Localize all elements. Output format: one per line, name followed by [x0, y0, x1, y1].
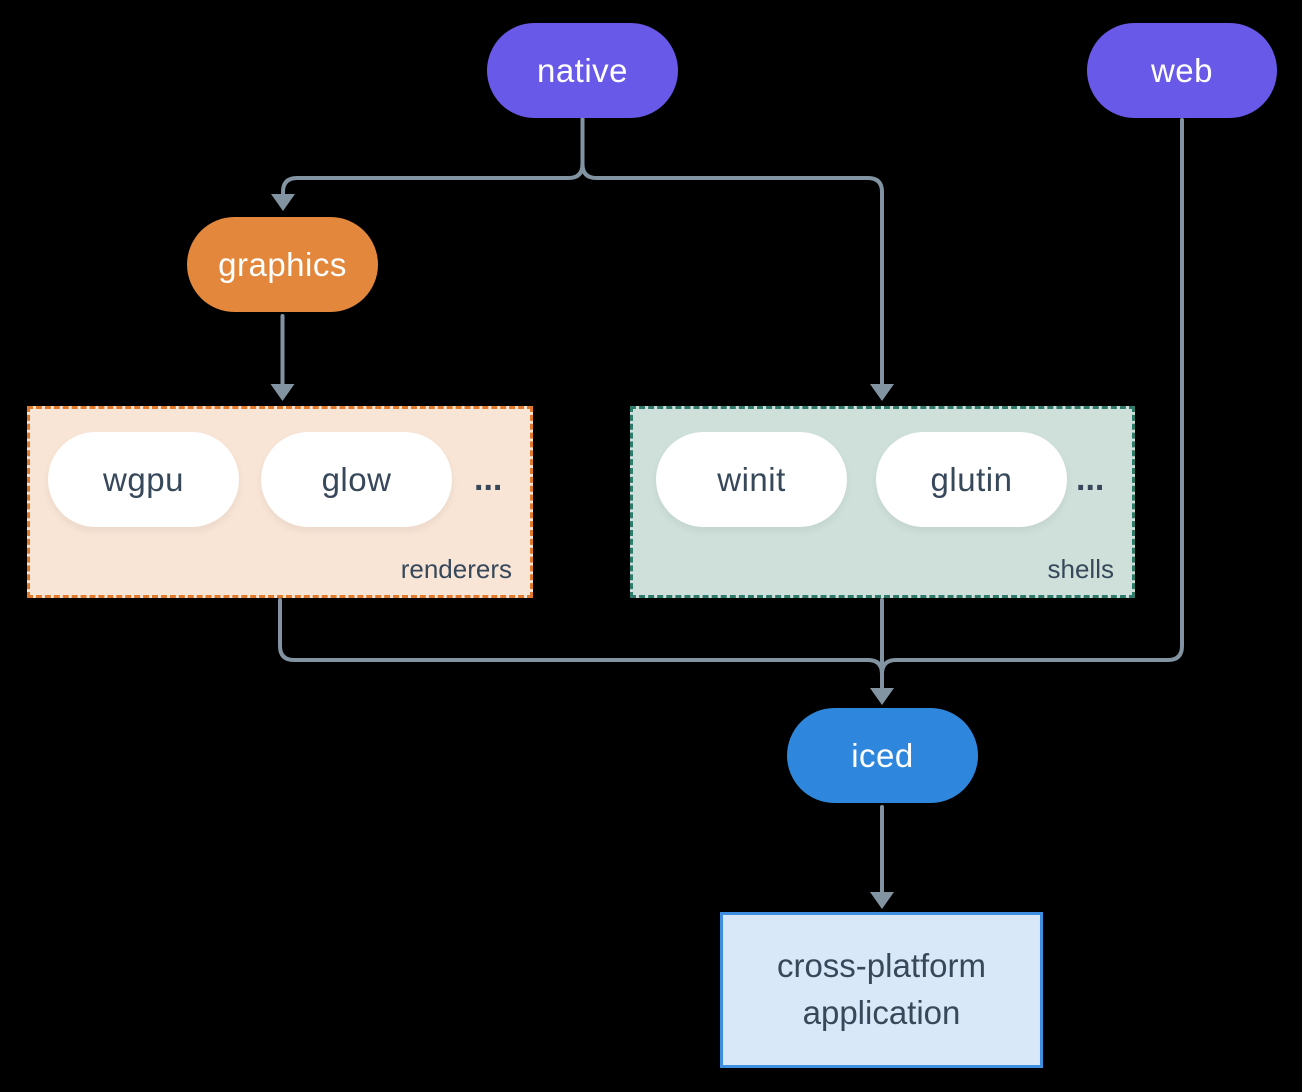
node-graphics: graphics — [187, 217, 378, 312]
arrowhead-graphics — [271, 194, 295, 211]
renderers-ellipsis: ... — [474, 460, 503, 498]
node-native: native — [487, 23, 678, 118]
arrowhead-renderers — [270, 384, 295, 401]
node-wgpu-label: wgpu — [103, 460, 184, 498]
arrowhead-application — [870, 892, 894, 909]
edge-native-shells — [580, 116, 884, 386]
node-winit: winit — [656, 432, 847, 527]
node-iced: iced — [787, 708, 978, 803]
shells-group-label: shells — [1047, 554, 1114, 584]
node-graphics-label: graphics — [218, 245, 347, 283]
arrowhead-shells — [870, 384, 894, 401]
node-cross-platform-application: cross-platform application — [720, 912, 1043, 1068]
arrowhead-iced — [870, 688, 894, 705]
node-winit-label: winit — [717, 460, 786, 498]
node-native-label: native — [536, 51, 629, 89]
node-glow-label: glow — [321, 460, 392, 498]
renderers-group-label: renderers — [400, 554, 512, 584]
node-glutin: glutin — [876, 432, 1067, 527]
node-web: web — [1087, 23, 1277, 118]
node-web-label: web — [1150, 51, 1214, 89]
node-glutin-label: glutin — [930, 460, 1013, 498]
node-glow: glow — [261, 432, 452, 527]
node-wgpu: wgpu — [48, 432, 239, 527]
application-label-line2: application — [802, 994, 961, 1031]
group-shells: winit glutin ... shells — [630, 406, 1135, 598]
node-iced-label: iced — [851, 736, 914, 774]
edge-native-graphics — [281, 116, 585, 197]
application-label-line1: cross-platform — [776, 947, 987, 985]
group-renderers: wgpu glow ... renderers — [27, 406, 533, 598]
edge-renderers-merge — [278, 598, 884, 676]
shells-ellipsis: ... — [1076, 460, 1105, 498]
